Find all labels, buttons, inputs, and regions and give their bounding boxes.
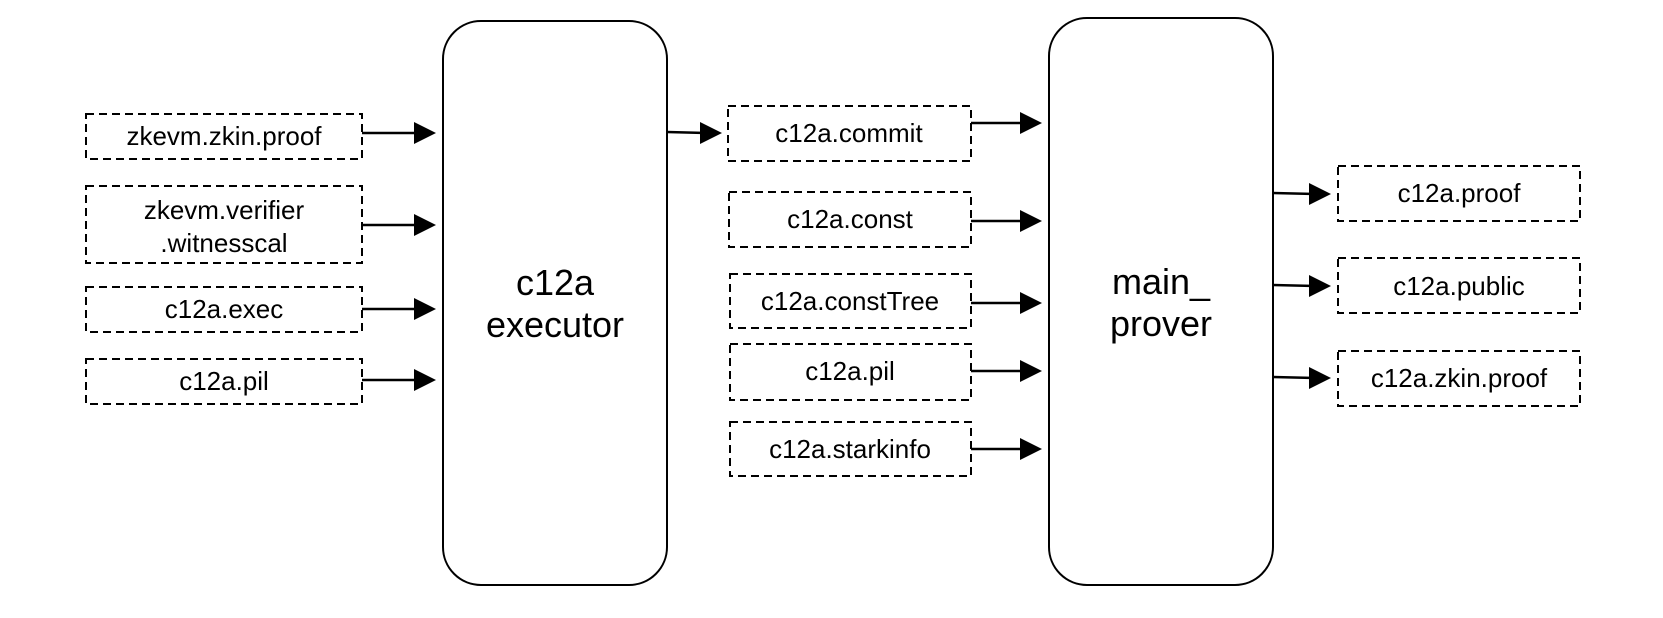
file-box [728,191,972,248]
file-box [85,113,363,160]
arrow [971,210,1042,232]
executor-input-file: zkevm.verifier .witnesscal [85,185,363,264]
file-label: c12a.constTree [761,286,939,316]
file-label: .witnesscal [160,228,287,258]
executor-input-file: c12a.exec [85,286,363,333]
file-label: c12a.zkin.proof [1371,363,1548,393]
arrow [362,369,436,391]
prover-input-file: c12a.pil [729,343,972,401]
executor-box [442,20,668,586]
file-box [1337,350,1581,407]
prover-input-file: c12a.const [728,191,972,248]
arrow [362,298,436,320]
executor-label-line1: c12a [516,262,595,303]
arrow [1272,275,1331,297]
prover-label-line2: prover [1110,303,1212,344]
prover-process: main_ prover [1048,17,1274,586]
file-label: c12a.pil [179,366,269,396]
executor-input-file: zkevm.zkin.proof [85,113,363,160]
executor-label-line2: executor [486,304,624,345]
file-label: c12a.pil [805,356,895,386]
file-label: c12a.proof [1398,178,1522,208]
executor-input-file: c12a.pil [85,358,363,405]
prover-label-line1: main_ [1112,261,1211,302]
arrow [1272,367,1331,389]
arrow [1272,183,1331,205]
file-box [1337,257,1581,314]
arrow [971,112,1042,134]
file-box [729,343,972,401]
file-label: c12a.commit [775,118,923,148]
arrow [362,214,436,236]
file-label: zkevm.zkin.proof [126,121,322,151]
file-label: c12a.starkinfo [769,434,931,464]
file-label: zkevm.verifier [144,195,305,225]
file-label: c12a.exec [165,294,284,324]
file-box [727,105,972,162]
prover-input-file: c12a.starkinfo [729,421,972,477]
prover-box [1048,17,1274,586]
arrow [362,122,436,144]
prover-output-file: c12a.proof [1337,165,1581,222]
file-box [85,358,363,405]
prover-input-file: c12a.constTree [729,273,972,329]
arrow [666,122,722,144]
file-label: c12a.const [787,204,914,234]
file-box [1337,165,1581,222]
arrow [971,360,1042,382]
file-label: c12a.public [1393,271,1525,301]
file-box [85,286,363,333]
file-box [729,273,972,329]
prover-output-file: c12a.zkin.proof [1337,350,1581,407]
prover-output-file: c12a.public [1337,257,1581,314]
arrow [971,292,1042,314]
prover-input-file: c12a.commit [727,105,972,162]
executor-process: c12a executor [442,20,668,586]
arrow [971,438,1042,460]
